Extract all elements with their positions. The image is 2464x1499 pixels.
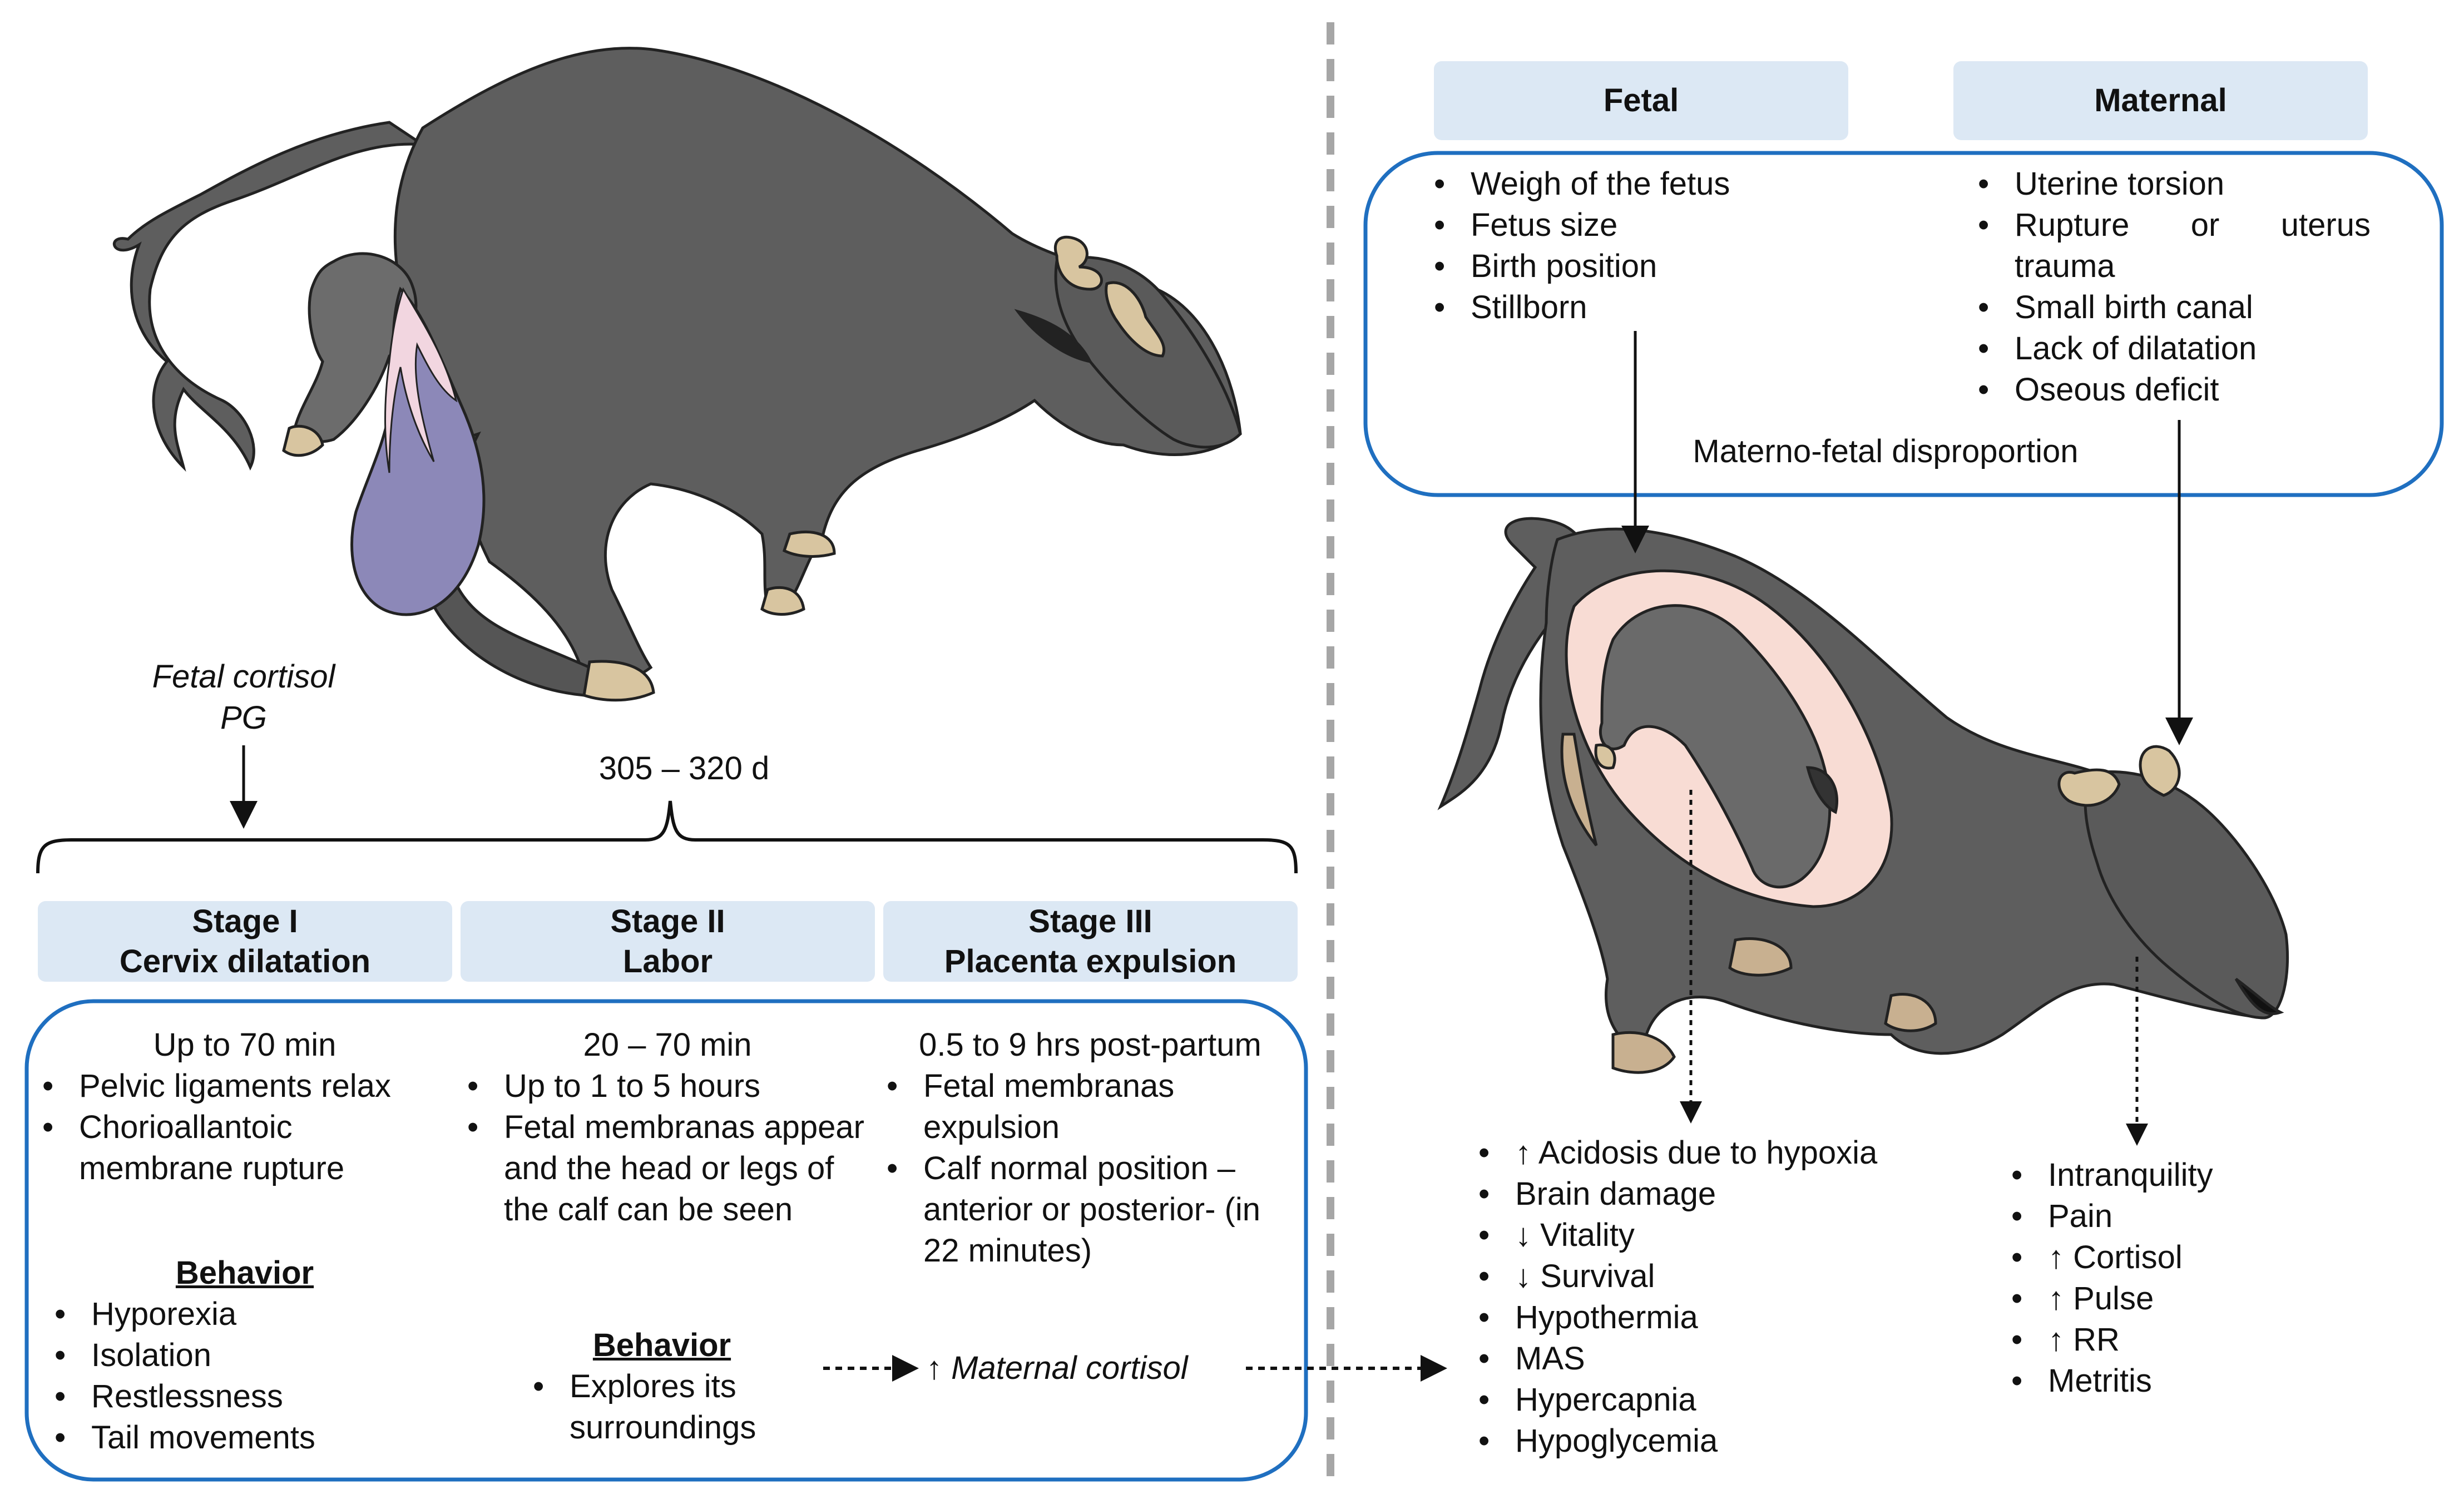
stages-box (24, 999, 1308, 1482)
fetal-header: Fetal (1434, 61, 1848, 140)
list-item: Small birth canal (1975, 287, 2371, 328)
stage-2-header: Stage II Labor (461, 901, 875, 982)
gestation-length: 305 – 320 d (598, 750, 770, 786)
hormone-fetal-cortisol: Fetal cortisol (152, 659, 335, 695)
stage-2-behavior-list: Explores its surroundings (530, 1366, 775, 1448)
list-item: Tail movements (51, 1417, 315, 1458)
list-item: Intranquility (2008, 1155, 2213, 1196)
list-item: Oseous deficit (1975, 369, 2371, 410)
factors-box (1363, 151, 2444, 497)
list-item: ↓ Vitality (1475, 1215, 1877, 1256)
list-item: Hyporexia (51, 1294, 315, 1335)
stage-3-duration: 0.5 to 9 hrs post-partum (919, 1027, 1261, 1063)
stage-1-subtitle: Cervix dilatation (119, 943, 371, 979)
stage-2-title: Stage II (610, 903, 725, 939)
stage-2-duration: 20 – 70 min (583, 1027, 752, 1063)
fetal-outcomes-list: ↑ Acidosis due to hypoxia Brain damage ↓… (1475, 1132, 1877, 1462)
maternal-cortisol-label: ↑ Maternal cortisol (926, 1350, 1188, 1386)
stage-brace (36, 800, 1298, 874)
list-item: Calf normal position – anterior or poste… (883, 1148, 1279, 1272)
list-item: Chorioallantoic membrane rupture (39, 1107, 391, 1189)
stage-3-subtitle: Placenta expulsion (944, 943, 1237, 979)
stage-3-title: Stage III (1028, 903, 1152, 939)
stage-1-header: Stage I Cervix dilatation (38, 901, 452, 982)
stage-1-duration: Up to 70 min (153, 1027, 337, 1063)
list-item: Metritis (2008, 1361, 2213, 1402)
list-item: ↑ Acidosis due to hypoxia (1475, 1132, 1877, 1174)
list-item: Rupture or uterus trauma (1975, 205, 2371, 287)
list-item: Lack of dilatation (1975, 328, 2371, 369)
list-item: Restlessness (51, 1376, 315, 1417)
list-item: Stillborn (1431, 287, 1730, 328)
stage-1-behavior-title: Behavior (175, 1255, 314, 1291)
list-item: Weigh of the fetus (1431, 164, 1730, 205)
fetal-factors-list: Weigh of the fetus Fetus size Birth posi… (1431, 164, 1730, 328)
disproportion-label: Materno-fetal disproportion (1693, 433, 2079, 469)
list-item: Hypothermia (1475, 1297, 1877, 1338)
maternal-factors-list: Uterine torsion Rupture or uterus trauma… (1975, 164, 2371, 410)
stage-1-behavior-list: Hyporexia Isolation Restlessness Tail mo… (51, 1294, 315, 1458)
stage-2-subtitle: Labor (622, 943, 713, 979)
maternal-outcomes-list: Intranquility Pain ↑ Cortisol ↑ Pulse ↑ … (2008, 1155, 2213, 1402)
list-item: MAS (1475, 1338, 1877, 1379)
list-item: Fetal membranas expulsion (883, 1066, 1279, 1148)
list-item: ↓ Survival (1475, 1256, 1877, 1297)
hormone-pg: PG (220, 700, 267, 736)
buffalo-birth-illustration (112, 47, 1242, 702)
list-item: Uterine torsion (1975, 164, 2371, 205)
stage-2-items: Up to 1 to 5 hours Fetal membranas appea… (464, 1066, 888, 1230)
list-item: Pain (2008, 1196, 2213, 1237)
list-item: Hypoglycemia (1475, 1421, 1877, 1462)
stage-2-behavior-title: Behavior (592, 1327, 731, 1363)
list-item: Explores its surroundings (530, 1366, 775, 1448)
list-item: Fetal membranas appear and the head or l… (464, 1107, 888, 1230)
stage-1-title: Stage I (192, 903, 298, 939)
list-item: Isolation (51, 1335, 315, 1376)
list-item: ↑ Cortisol (2008, 1237, 2213, 1278)
stage-3-header: Stage III Placenta expulsion (883, 901, 1298, 982)
maternal-header: Maternal (1953, 61, 2368, 140)
list-item: ↑ Pulse (2008, 1278, 2213, 1319)
list-item: Up to 1 to 5 hours (464, 1066, 888, 1107)
list-item: Birth position (1431, 246, 1730, 287)
list-item: Brain damage (1475, 1174, 1877, 1215)
buffalo-dystocia-illustration (1437, 517, 2289, 1074)
stage-1-items: Pelvic ligaments relax Chorioallantoic m… (39, 1066, 391, 1189)
list-item: ↑ RR (2008, 1319, 2213, 1361)
list-item: Fetus size (1431, 205, 1730, 246)
stage-3-items: Fetal membranas expulsion Calf normal po… (883, 1066, 1279, 1272)
list-item: Hypercapnia (1475, 1379, 1877, 1421)
list-item: Pelvic ligaments relax (39, 1066, 391, 1107)
